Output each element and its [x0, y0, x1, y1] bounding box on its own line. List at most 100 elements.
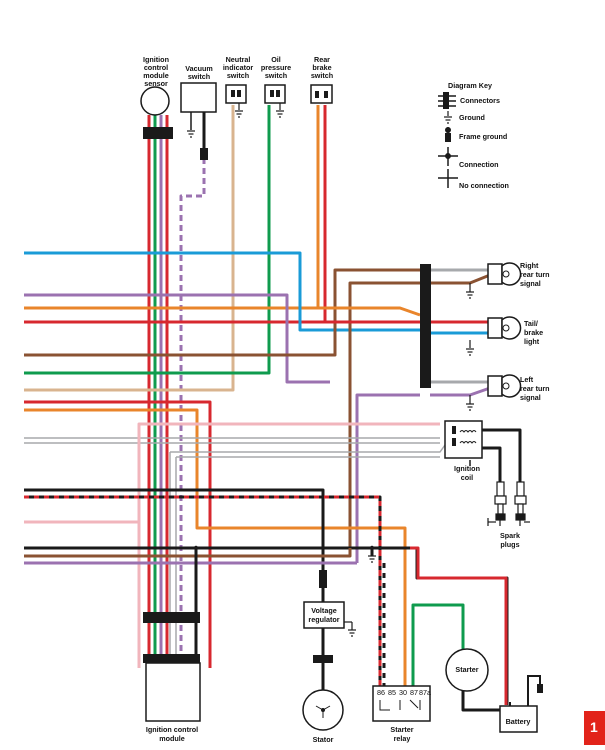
relay-pin-30: 30	[399, 688, 407, 697]
connector-ignition-module-lower	[143, 654, 200, 663]
left-turn-label-1: Left	[520, 375, 534, 384]
wire-vacuum-dashed	[179, 158, 206, 668]
wire-oil-green	[24, 105, 271, 375]
regulator-label-2: regulator	[308, 615, 339, 624]
vacuum-label-1: Vacuum	[185, 64, 213, 73]
wire-brake-orange-to-tail	[318, 306, 421, 317]
rear-brake-switch: Rear brake switch	[310, 55, 333, 104]
brake-label-1: Rear	[314, 55, 330, 64]
wire-neutral-tan	[24, 105, 235, 392]
voltage-regulator: Voltage regulator	[303, 601, 356, 637]
icm-label-2: module	[159, 734, 185, 743]
wire-black-ground	[357, 546, 374, 556]
wire-starter-green	[411, 603, 465, 700]
right-turn-signal: Right rear turn signal	[466, 261, 550, 299]
legend-label-frame-ground: Frame ground	[459, 132, 507, 141]
wire-right-turn-brown	[430, 273, 491, 285]
neutral-label-2: indicator	[223, 63, 254, 72]
connection-dot	[369, 545, 375, 551]
frame-ground-icon	[537, 684, 543, 693]
wire-starter-black	[461, 690, 500, 712]
starter-relay: 86 85 30 87 87a Starter relay	[372, 685, 431, 743]
wires	[24, 105, 522, 712]
connector-regulator-bottom	[313, 655, 333, 663]
wire-left-turn-purple	[430, 386, 491, 397]
connector-regulator-top	[319, 570, 327, 588]
starter-label: Starter	[455, 665, 478, 674]
spark-label-1: Spark	[500, 531, 520, 540]
tail-label-3: light	[524, 337, 540, 346]
ignition-sensor-label-2: control	[144, 63, 168, 72]
legend-label-ground: Ground	[459, 113, 485, 122]
ignition-sensor-label-4: sensor	[144, 79, 168, 88]
left-turn-label-2: rear turn	[520, 384, 550, 393]
connection-dot	[193, 545, 199, 551]
legend-label-connection: Connection	[459, 160, 499, 169]
oil-label-3: switch	[265, 71, 287, 80]
stator-label: Stator	[313, 735, 334, 744]
tail-brake-light: Tail/ brake light	[466, 316, 543, 356]
wire-brown-2	[348, 281, 420, 548]
legend-label-no-connection: No connection	[459, 181, 509, 190]
coil-label-1: Ignition	[454, 464, 480, 473]
ground-icon	[444, 111, 452, 124]
wire-black-3	[24, 546, 509, 705]
connector-vacuum	[200, 148, 208, 160]
relay-pin-87a: 87a	[419, 688, 431, 697]
wire-orange-mid	[24, 408, 407, 700]
ignition-control-module: Ignition control module	[145, 662, 201, 743]
wire-red-battery	[24, 556, 502, 578]
icm-label-1: Ignition control	[146, 725, 198, 734]
wire-brake-red	[24, 105, 327, 324]
wire-red-to-battery	[410, 546, 508, 705]
battery-label: Battery	[506, 717, 531, 726]
wire-blue	[24, 251, 420, 332]
wire-purple-connector	[355, 393, 420, 563]
wire-red-mid	[24, 400, 212, 668]
neutral-label-3: switch	[227, 71, 249, 80]
right-turn-label-1: Right	[520, 261, 539, 270]
ignition-sensor-label-1: Ignition	[143, 55, 169, 64]
wire-coil-plug-2	[482, 446, 502, 482]
brake-label-3: switch	[311, 71, 333, 80]
tail-label-2: brake	[524, 328, 543, 337]
oil-label-1: Oil	[271, 55, 281, 64]
spark-label-2: plugs	[500, 540, 519, 549]
connector-lighting	[420, 264, 431, 388]
left-turn-label-3: signal	[520, 393, 541, 402]
page-number-tab: 1	[584, 711, 605, 745]
ground-icon	[276, 110, 284, 118]
ground-icon	[466, 291, 474, 299]
wire-brown-bottom	[24, 548, 352, 558]
battery: Battery	[499, 675, 543, 733]
ground-icon	[466, 403, 474, 411]
left-turn-signal: Left rear turn signal	[466, 374, 550, 411]
connectors	[143, 127, 431, 663]
regulator-label-1: Voltage	[311, 606, 336, 615]
stator: Stator	[302, 689, 344, 744]
oil-pressure-switch: Oil pressure switch	[261, 55, 291, 118]
wire-brown-1	[24, 268, 420, 357]
neutral-label-1: Neutral	[226, 55, 251, 64]
starter-motor: Starter	[445, 648, 489, 692]
ground-icon	[368, 555, 376, 563]
ignition-sensor-label-3: module	[143, 71, 169, 80]
ground-icon	[187, 130, 195, 138]
connector-icon	[438, 92, 456, 109]
page-number: 1	[590, 719, 598, 735]
no-connection-icon	[438, 169, 458, 188]
wire-gray-3	[170, 444, 446, 453]
diagram-key: Diagram Key Connectors Ground Frame grou…	[438, 81, 509, 190]
ground-icon	[466, 348, 474, 356]
connection-icon	[438, 147, 458, 166]
wire-purple-upper	[24, 293, 330, 384]
relay-label-1: Starter	[390, 725, 413, 734]
ignition-sensor: Ignition control module sensor	[140, 55, 170, 116]
coil-label-2: coil	[461, 473, 473, 482]
connector-ignition-module-upper	[143, 612, 200, 623]
relay-pin-87: 87	[410, 688, 418, 697]
brake-label-2: brake	[312, 63, 331, 72]
tail-label-1: Tail/	[524, 319, 538, 328]
legend-title: Diagram Key	[448, 81, 492, 90]
